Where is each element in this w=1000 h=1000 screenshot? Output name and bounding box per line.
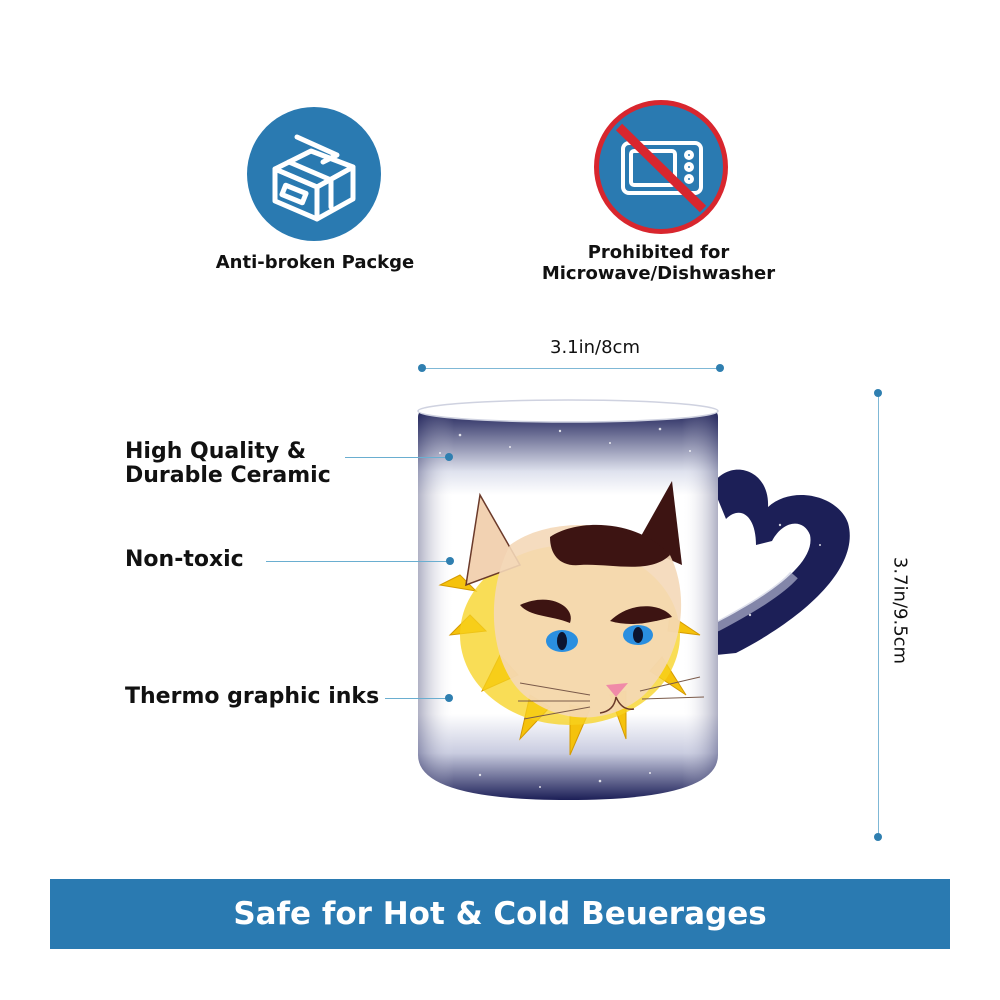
feature-nontoxic: Non-toxic	[125, 547, 244, 572]
feature-inks-dot	[445, 694, 453, 702]
width-dimension-label: 3.1in/8cm	[550, 337, 640, 358]
feature-inks-leader	[385, 698, 449, 699]
width-dimension-start	[418, 364, 426, 372]
mug-illustration	[417, 399, 850, 800]
feature-inks: Thermo graphic inks	[125, 684, 380, 709]
feature-nontoxic-leader	[266, 561, 450, 562]
heart-handle	[712, 469, 850, 655]
package-caption: Anti-broken Packge	[215, 252, 415, 273]
height-dimension-end	[874, 833, 882, 841]
feature-quality-leader	[345, 457, 449, 458]
microwave-caption: Prohibited for Microwave/Dishwasher	[541, 242, 776, 284]
width-dimension-end	[716, 364, 724, 372]
height-dimension-start	[874, 389, 882, 397]
box-icon	[272, 134, 356, 222]
no-microwave-icon	[615, 123, 707, 213]
feature-nontoxic-dot	[446, 557, 454, 565]
cat-sunflower-art	[438, 481, 705, 756]
package-badge	[247, 107, 381, 241]
height-dimension-line	[878, 393, 879, 837]
feature-quality: High Quality & Durable Ceramic	[125, 439, 331, 488]
microwave-badge	[594, 100, 728, 234]
safety-banner: Safe for Hot & Cold Beuerages	[50, 879, 950, 949]
safety-banner-text: Safe for Hot & Cold Beuerages	[233, 896, 767, 932]
height-dimension-label: 3.7in/9.5cm	[889, 556, 911, 665]
width-dimension-line	[422, 368, 720, 369]
feature-quality-dot	[445, 453, 453, 461]
